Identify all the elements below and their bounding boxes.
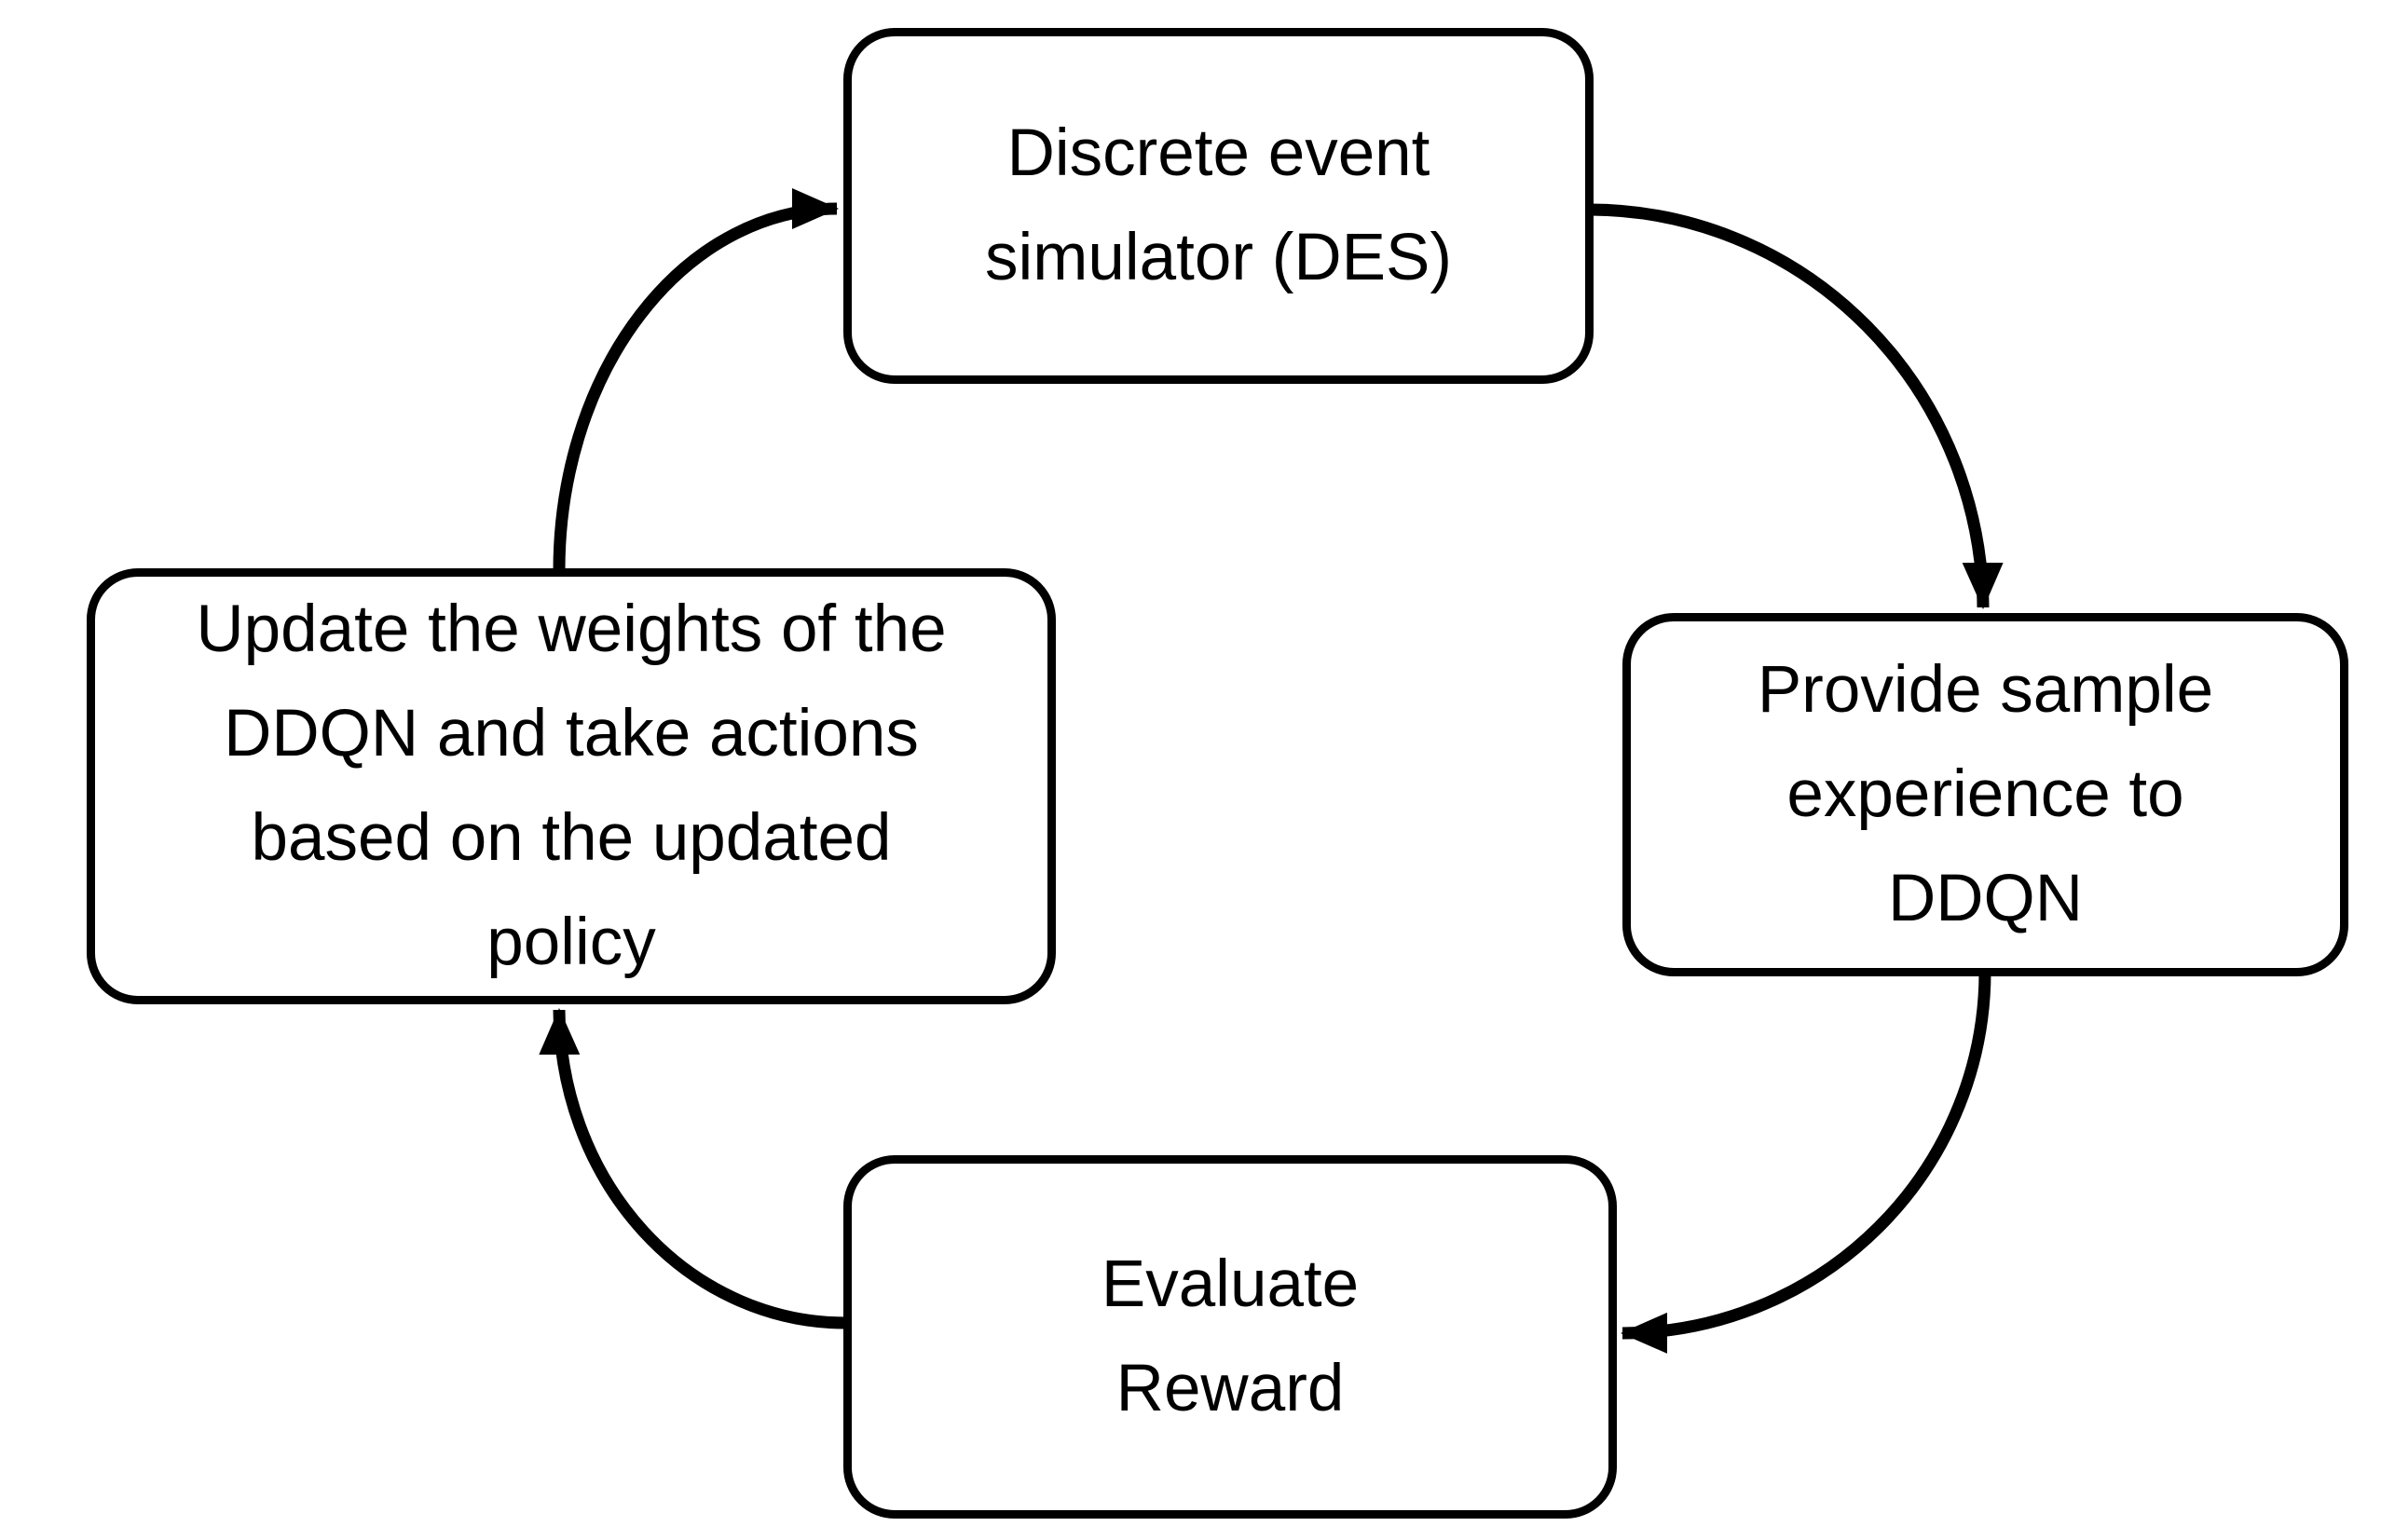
node-text-line: simulator (DES) [984, 221, 1453, 294]
node-text-line: DDQN [1887, 862, 2084, 935]
node-update-weights: Update the weights of the DDQN and take … [87, 568, 1056, 1004]
node-text-line: Evaluate [1101, 1247, 1360, 1321]
node-text-line: experience to [1786, 757, 2184, 831]
edge-des-to-provide-arrow [1589, 203, 2004, 609]
edge-evaluate-to-update-arrow [539, 1008, 846, 1329]
node-evaluate-reward: Evaluate Reward [843, 1155, 1617, 1519]
node-text-line: Discrete event [1006, 116, 1430, 190]
edge-update-to-des-arrow [553, 188, 839, 571]
node-text-line: DDQN and take actions [224, 697, 919, 770]
node-text-line: Update the weights of the [196, 593, 947, 666]
node-text-line: based on the updated [251, 801, 892, 875]
node-provide-sample-experience: Provide sample experience to DDQN [1622, 613, 2348, 976]
node-text-line: Reward [1115, 1352, 1345, 1425]
node-discrete-event-simulator: Discrete event simulator (DES) [843, 28, 1594, 384]
node-text-line: Provide sample [1757, 653, 2214, 727]
node-text-line: policy [486, 906, 656, 979]
edge-provide-to-evaluate-arrow [1621, 972, 1991, 1354]
